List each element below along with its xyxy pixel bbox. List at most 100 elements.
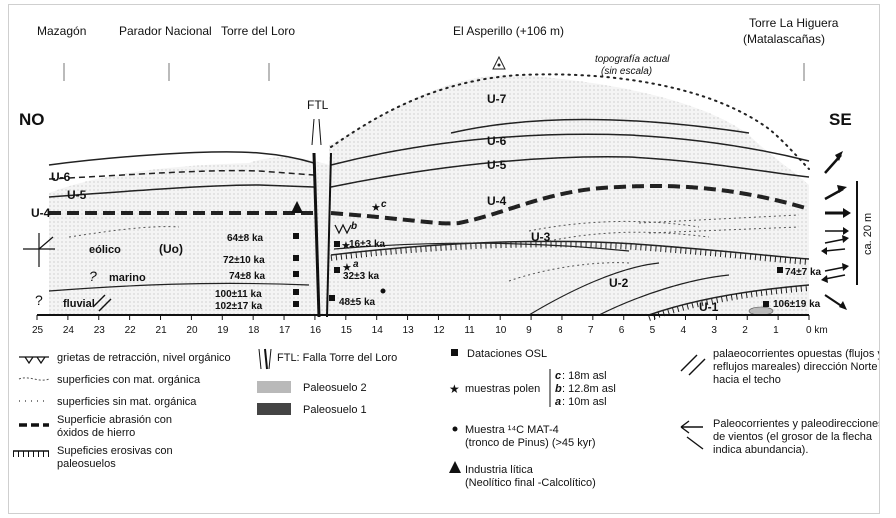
- age-64: 64±8 ka: [227, 233, 264, 244]
- unit-label-u6: U-6: [487, 134, 507, 148]
- km-tick-label: 19: [217, 325, 229, 336]
- question-mark-2: ?: [89, 268, 97, 284]
- km-tick-label: 16: [310, 325, 322, 336]
- pollen-star-c: ★: [371, 202, 381, 214]
- km-tick-label: 0 km: [806, 325, 828, 336]
- km-tick-label: 18: [248, 325, 260, 336]
- location-el-asperillo: El Asperillo (+106 m): [453, 24, 564, 38]
- km-tick-label: 6: [619, 325, 625, 336]
- legend-paleosuelo1: Paleosuelo 1: [303, 404, 367, 416]
- fault-line: [312, 152, 321, 318]
- retraction-crack-symbol: [334, 223, 352, 235]
- km-tick-label: 13: [403, 325, 415, 336]
- km-tick-label: 7: [588, 325, 594, 336]
- unit-label-u1: U-1: [699, 300, 719, 314]
- legend-industria-2: (Neolítico final -Calcolítico): [465, 477, 596, 489]
- legend-pollen-star-icon: ★: [449, 382, 460, 396]
- age-74: 74±8 ka: [229, 271, 266, 282]
- unit-label-u5: U-5: [487, 158, 507, 172]
- km-tick-label: 23: [94, 325, 106, 336]
- legend-palaeo-op-3: hacia el techo: [713, 374, 781, 386]
- legend-ftl: FTL: Falla Torre del Loro: [277, 352, 397, 364]
- legend: grietas de retracción, nivel orgánico su…: [13, 348, 884, 489]
- legend-abrasion-1: Superficie abrasión con: [57, 414, 172, 426]
- legend-sin-mat: superficies sin mat. orgánica: [57, 396, 197, 408]
- unit-label-u4-left: U-4: [31, 206, 51, 220]
- legend-palaeo-op-1: palaeocorrientes opuestas (flujos y: [713, 348, 879, 360]
- km-tick-label: 22: [125, 325, 137, 336]
- legend-mat4-1: Muestra ¹⁴C MAT-4: [465, 424, 559, 436]
- pollen-star-a: ★: [342, 262, 352, 274]
- legend-industria-icon: [449, 461, 461, 473]
- legend-polen-a-letter: a: [555, 396, 561, 408]
- age-72: 72±10 ka: [223, 255, 265, 266]
- unit-label-u4: U-4: [487, 194, 507, 208]
- km-tick-label: 4: [680, 325, 686, 336]
- scale-label: ca. 20 m: [862, 213, 874, 255]
- km-tick-label: 14: [372, 325, 384, 336]
- erosive-surface-main: [330, 240, 810, 260]
- legend-paleosuelo2: Paleosuelo 2: [303, 382, 367, 394]
- legend-fault-symbol: [258, 348, 272, 370]
- legend-erosivas-2: paleosuelos: [57, 458, 116, 470]
- question-mark-1: ?: [35, 292, 43, 308]
- legend-palaeo-vientos-1: Paleocorrientes y paleodirecciones: [713, 418, 879, 430]
- legend-con-mat: superficies con mat. orgánica: [57, 374, 201, 386]
- figure-frame: Mazagón Parador Nacional Torre del Loro …: [8, 4, 884, 514]
- compass-cross-icon: [23, 233, 55, 267]
- age-102: 102±17 ka: [215, 301, 263, 312]
- km-tick-label: 15: [341, 325, 353, 336]
- legend-polen: muestras polen: [465, 383, 540, 395]
- age-48: 48±5 ka: [339, 297, 376, 308]
- km-tick-label: 2: [742, 325, 748, 336]
- km-tick-label: 10: [495, 325, 507, 336]
- legend-crack-symbol: [19, 356, 49, 365]
- legend-palaeo-op-2: reflujos mareales) dirección Norte: [713, 361, 877, 373]
- organic-surfaces: [68, 214, 800, 282]
- cross-section-diagram: Mazagón Parador Nacional Torre del Loro …: [13, 16, 884, 489]
- legend-palaeo-vientos-2: de vientos (el grosor de la flecha: [713, 431, 873, 443]
- topo-label-2: (sin escala): [601, 66, 652, 77]
- legend-mat4-icon: [452, 426, 458, 432]
- tidal-arrow-icon: [92, 294, 112, 312]
- legend-polen-a: : 10m asl: [562, 396, 607, 408]
- legend-paleosuelo2-swatch: [257, 381, 291, 393]
- legend-erosivas-1: Supeficies erosivas con: [57, 445, 173, 457]
- legend-con-mat-symbol: [18, 377, 50, 381]
- fault-line-2: [326, 152, 332, 318]
- wind-arrowheads: [821, 151, 851, 310]
- km-tick-label: 24: [63, 325, 75, 336]
- location-ticks: [63, 63, 805, 81]
- facies-eolico: eólico: [89, 244, 121, 256]
- age-100: 100±11 ka: [215, 289, 262, 300]
- km-tick-label: 3: [711, 325, 717, 336]
- lithic-industry-marker: [291, 201, 303, 213]
- orientation-no: NO: [19, 110, 45, 129]
- location-matalascanas: (Matalascañas): [743, 32, 825, 46]
- legend-industria-1: Industria lítica: [465, 464, 534, 476]
- wind-arrows: [824, 154, 846, 308]
- topo-label-1: topografía actual: [595, 54, 670, 65]
- summit-marker: [492, 55, 506, 70]
- facies-fluvial: fluvial: [63, 298, 95, 310]
- km-tick-label: 12: [433, 325, 445, 336]
- erosive-surface-lower-hatch: [648, 285, 810, 321]
- km-tick-label: 21: [156, 325, 168, 336]
- legend-abrasion-2: óxidos de hierro: [57, 427, 135, 439]
- location-parador: Parador Nacional: [119, 24, 212, 38]
- location-torre-la-higuera: Torre La Higuera: [749, 16, 839, 30]
- legend-polen-c-letter: c: [555, 370, 561, 382]
- legend-wind-arrows-icon: [680, 420, 704, 450]
- km-tick-label: 25: [32, 325, 44, 336]
- legend-grietas: grietas de retracción, nivel orgánico: [57, 352, 231, 364]
- facies-marino: marino: [109, 272, 146, 284]
- km-tick-label: 17: [279, 325, 291, 336]
- age-32: 32±3 ka: [343, 271, 380, 282]
- orientation-se: SE: [829, 110, 852, 129]
- legend-polen-b: : 12.8m asl: [562, 383, 616, 395]
- km-tick-label: 20: [186, 325, 198, 336]
- fault-symbol: [311, 118, 322, 146]
- age-74-right: 74±7 ka: [785, 267, 822, 278]
- age-16: 16±3 ka: [349, 239, 386, 250]
